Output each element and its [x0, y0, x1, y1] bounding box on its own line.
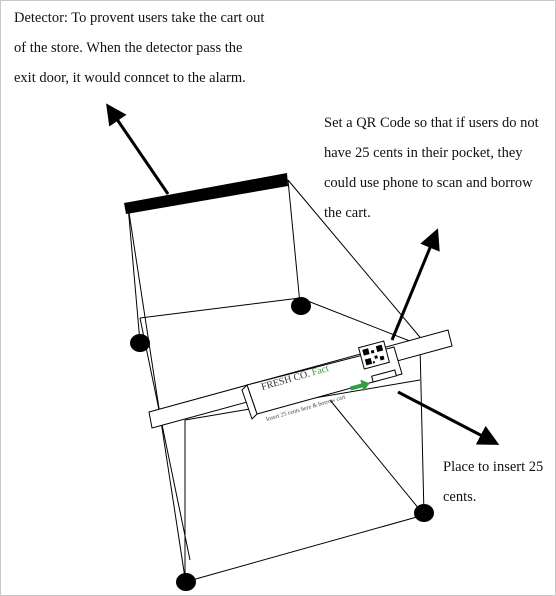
annotation-arrows	[106, 103, 500, 445]
detector-annotation-line: Detector: To provent users take the cart…	[14, 10, 265, 26]
basket-bottom-back	[299, 297, 421, 346]
cart-right-leg	[419, 344, 425, 516]
detector-bar	[124, 173, 288, 214]
coin-slot-annotation-line: Place to insert 25	[443, 459, 544, 475]
cart-lower-diagonal	[329, 399, 425, 516]
qr-code-icon	[357, 340, 391, 370]
cart-base-front	[184, 514, 425, 583]
coin-slot	[371, 369, 397, 383]
cart-left-leg	[127, 205, 186, 579]
cart-wheels	[130, 297, 434, 591]
basket-left-front-leg	[127, 205, 141, 343]
coin-slot-annotation-line: cents.	[443, 489, 477, 505]
cart-mid-left-leg	[139, 317, 191, 561]
qr-code-annotation: Set a QR Code so that if users do not ha…	[324, 108, 539, 228]
wheel	[176, 573, 196, 591]
detector-arrow	[106, 103, 170, 195]
wheel	[130, 334, 150, 352]
basket-back-slope	[287, 179, 425, 343]
coin-slot-arrow	[397, 390, 500, 445]
housing-tip	[241, 384, 258, 420]
basket-right-front-leg	[287, 179, 301, 305]
insert-arrow-icon	[349, 379, 370, 392]
wheel	[414, 504, 434, 522]
qr-code-annotation-line: Set a QR Code so that if users do not	[324, 115, 539, 131]
detector-annotation-line: exit door, it would conncet to the alarm…	[14, 70, 246, 86]
qr-code-annotation-line: have 25 cents in their pocket, they	[324, 145, 523, 161]
qr-code-annotation-line: could use phone to scan and borrow	[324, 175, 533, 191]
qr-code-arrow	[390, 228, 440, 341]
coin-slot-annotation: Place to insert 25 cents.	[443, 452, 543, 512]
detector-annotation: Detector: To provent users take the cart…	[14, 3, 264, 93]
wheel	[291, 297, 311, 315]
detector-annotation-line: of the store. When the detector pass the	[14, 40, 243, 56]
qr-code-annotation-line: the cart.	[324, 205, 371, 221]
basket-bottom-front	[139, 297, 301, 319]
